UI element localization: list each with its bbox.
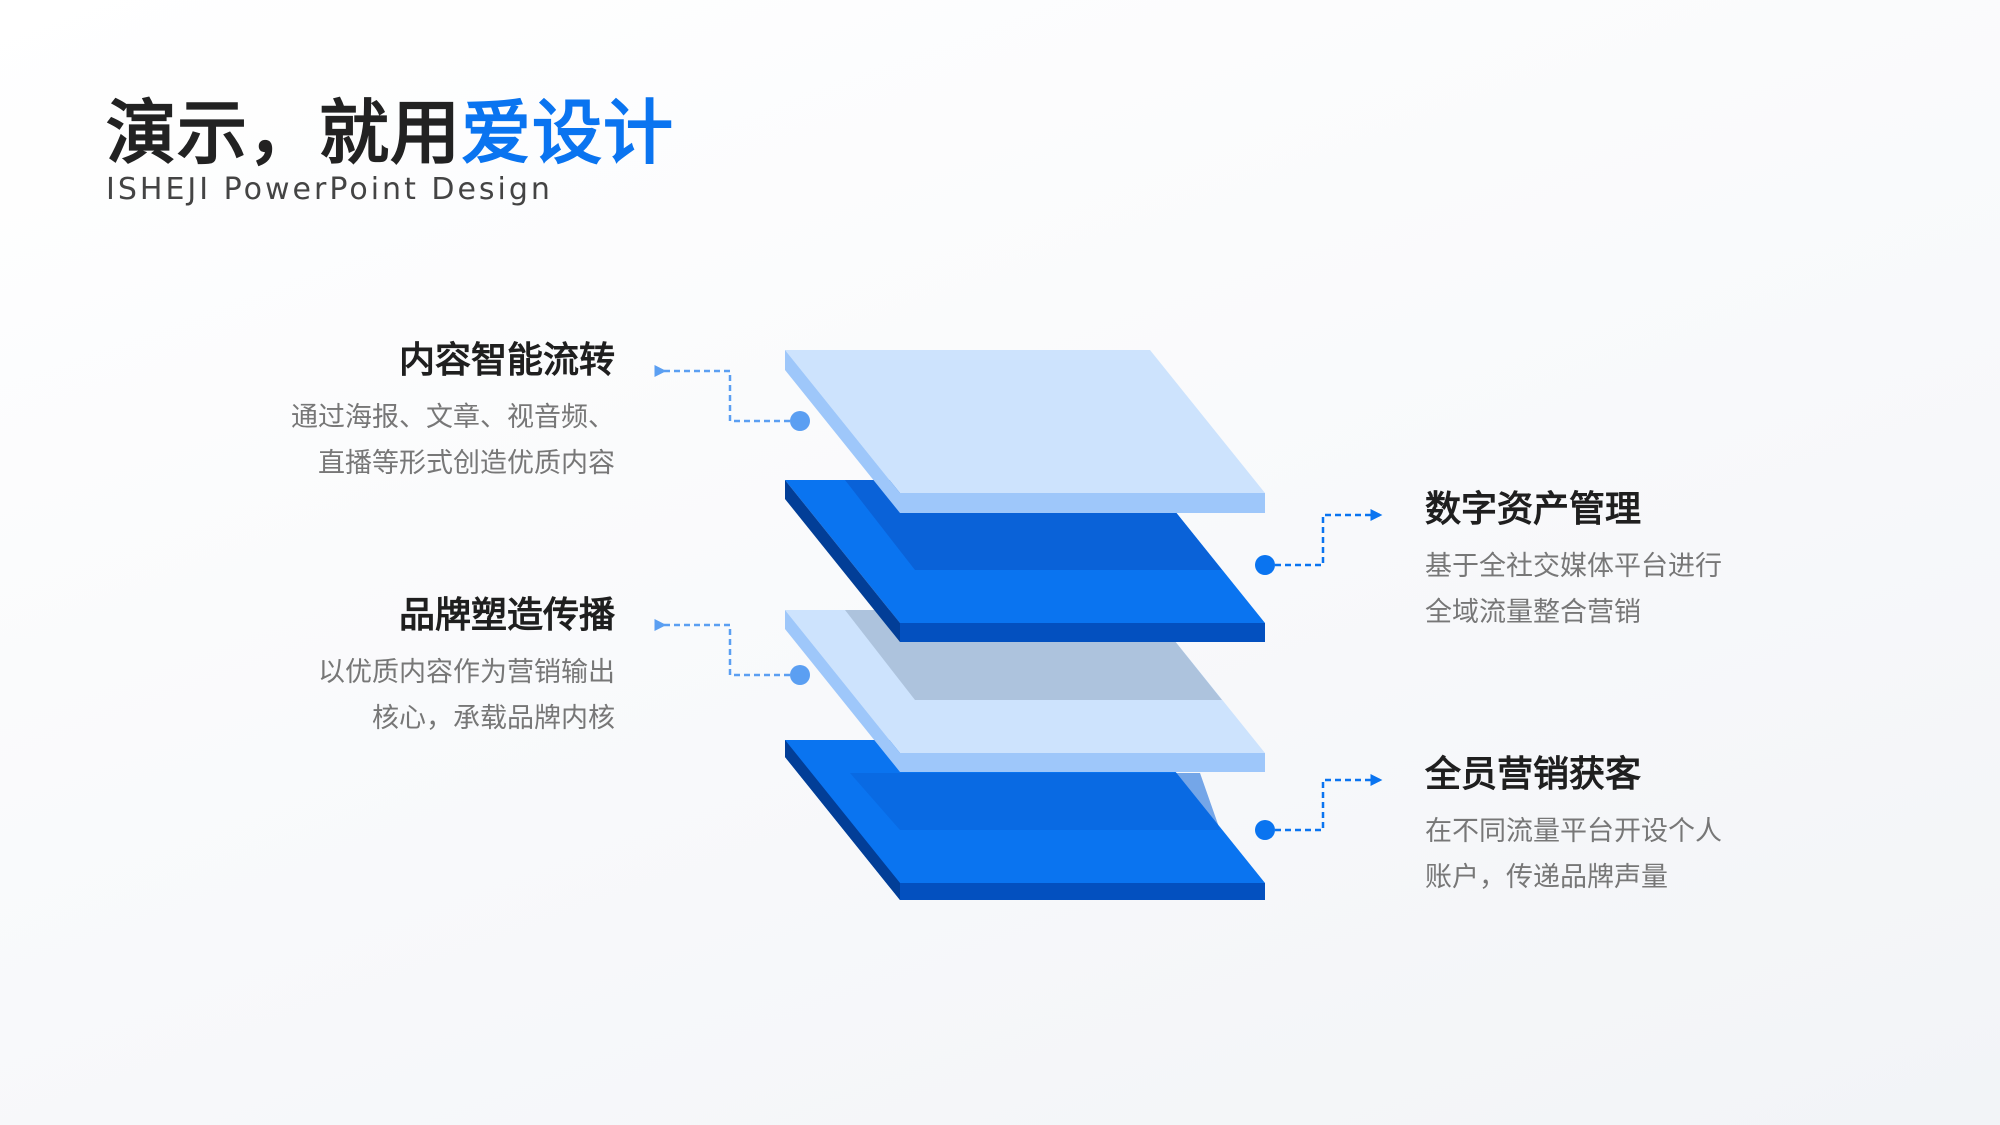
page-title: 演示，就用爱设计 <box>106 88 674 178</box>
connector-content <box>654 365 810 431</box>
item-content-title: 内容智能流转 <box>398 340 615 381</box>
item-brand-title: 品牌塑造传播 <box>398 595 615 636</box>
page-subtitle: ISHEJI PowerPoint Design <box>106 172 553 207</box>
item-asset-description: 基于全社交媒体平台进行 全域流量整合营销 <box>1425 544 1825 636</box>
item-asset: 数字资产管理 基于全社交媒体平台进行 全域流量整合营销 <box>1425 486 1825 636</box>
item-marketing-description: 在不同流量平台开设个人 账户，传递品牌声量 <box>1425 809 1825 901</box>
item-content-description: 通过海报、文章、视音频、 直播等形式创造优质内容 <box>215 395 615 487</box>
layer-1-light <box>785 350 1265 513</box>
item-brand-line-2: 核心，承载品牌内核 <box>372 703 615 734</box>
item-brand-line-1: 以优质内容作为营销输出 <box>318 657 615 688</box>
item-brand: 品牌塑造传播 以优质内容作为营销输出 核心，承载品牌内核 <box>215 592 615 742</box>
item-marketing-line-2: 账户，传递品牌声量 <box>1425 862 1668 893</box>
item-marketing: 全员营销获客 在不同流量平台开设个人 账户，传递品牌声量 <box>1425 751 1825 901</box>
connector-asset <box>1255 509 1383 575</box>
connector-brand <box>654 619 810 685</box>
item-asset-line-1: 基于全社交媒体平台进行 <box>1425 551 1722 582</box>
title-main: 演示，就用 <box>106 92 461 174</box>
item-content-line-1: 通过海报、文章、视音频、 <box>291 402 615 433</box>
item-content: 内容智能流转 通过海报、文章、视音频、 直播等形式创造优质内容 <box>215 337 615 487</box>
layer-4-dark <box>785 740 1265 900</box>
item-marketing-title: 全员营销获客 <box>1425 754 1642 795</box>
connector-marketing <box>1255 774 1383 840</box>
item-brand-description: 以优质内容作为营销输出 核心，承载品牌内核 <box>215 650 615 742</box>
item-marketing-line-1: 在不同流量平台开设个人 <box>1425 816 1722 847</box>
item-asset-line-2: 全域流量整合营销 <box>1425 597 1641 628</box>
item-asset-title: 数字资产管理 <box>1425 489 1642 530</box>
title-accent: 爱设计 <box>461 92 674 174</box>
item-content-line-2: 直播等形式创造优质内容 <box>318 448 615 479</box>
